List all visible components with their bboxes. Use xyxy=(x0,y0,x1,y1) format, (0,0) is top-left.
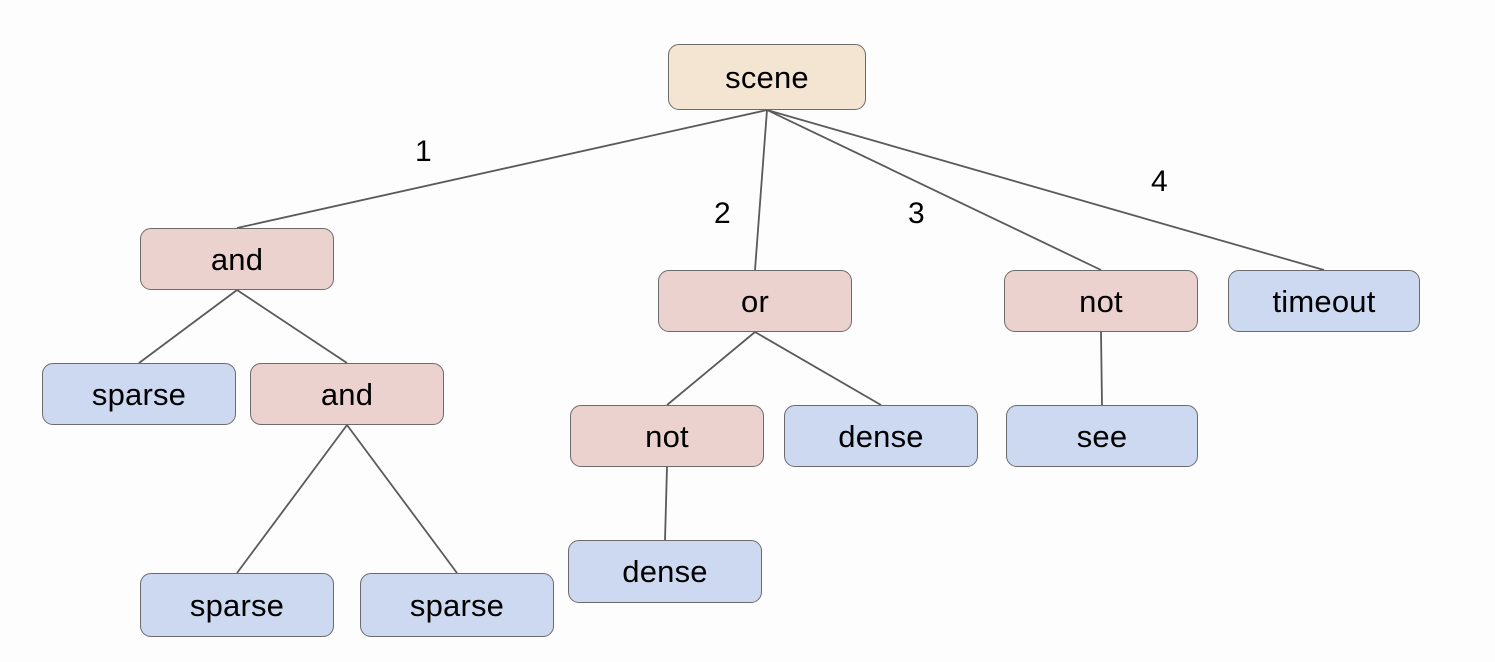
tree-node-label: dense xyxy=(838,418,924,454)
tree-node-sparse2[interactable]: sparse xyxy=(140,573,334,637)
tree-node-or1[interactable]: or xyxy=(658,270,852,332)
tree-node-label: and xyxy=(210,241,264,277)
tree-node-label: timeout xyxy=(1272,283,1376,319)
tree-node-dense2[interactable]: dense xyxy=(568,540,762,603)
tree-node-label: see xyxy=(1076,418,1128,454)
tree-edge-scene-to-timeout1 xyxy=(766,109,1325,271)
tree-edge-and2-to-sparse3 xyxy=(346,424,458,574)
tree-node-sparse3[interactable]: sparse xyxy=(360,573,554,637)
tree-node-label: sparse xyxy=(189,587,285,623)
tree-node-sparse1[interactable]: sparse xyxy=(42,363,236,425)
tree-node-label: or xyxy=(741,283,769,319)
tree-edge-and2-to-sparse2 xyxy=(236,424,348,574)
edge-label-1: 1 xyxy=(415,135,432,168)
edge-label-3: 3 xyxy=(908,197,925,230)
tree-edge-scene-to-not1 xyxy=(766,109,1102,271)
edge-label-2: 2 xyxy=(714,197,731,230)
tree-edge-or1-to-dense1 xyxy=(754,331,882,406)
edge-label-4: 4 xyxy=(1151,165,1168,198)
tree-edge-not2-to-dense2 xyxy=(664,466,668,541)
tree-node-label: scene xyxy=(725,59,809,95)
tree-node-and2[interactable]: and xyxy=(250,363,444,425)
tree-edge-and1-to-and2 xyxy=(236,289,348,364)
tree-node-not2[interactable]: not xyxy=(570,405,764,467)
tree-node-label: dense xyxy=(622,554,708,589)
tree-edge-scene-to-or1 xyxy=(754,109,768,271)
tree-node-label: not xyxy=(645,418,689,454)
tree-node-label: sparse xyxy=(91,376,187,412)
tree-node-scene[interactable]: scene xyxy=(668,44,866,110)
tree-edge-and1-to-sparse1 xyxy=(138,289,238,364)
tree-node-label: not xyxy=(1079,283,1123,319)
tree-node-see1[interactable]: see xyxy=(1006,405,1198,467)
tree-node-timeout1[interactable]: timeout xyxy=(1228,270,1420,332)
tree-edge-or1-to-not2 xyxy=(666,331,756,406)
tree-node-label: and xyxy=(320,376,374,412)
tree-node-label: sparse xyxy=(409,587,505,623)
tree-node-and1[interactable]: and xyxy=(140,228,334,290)
tree-node-dense1[interactable]: dense xyxy=(784,405,978,467)
tree-edge-scene-to-and1 xyxy=(236,109,768,229)
tree-edge-not1-to-see1 xyxy=(1100,331,1103,406)
tree-node-not1[interactable]: not xyxy=(1004,270,1198,332)
